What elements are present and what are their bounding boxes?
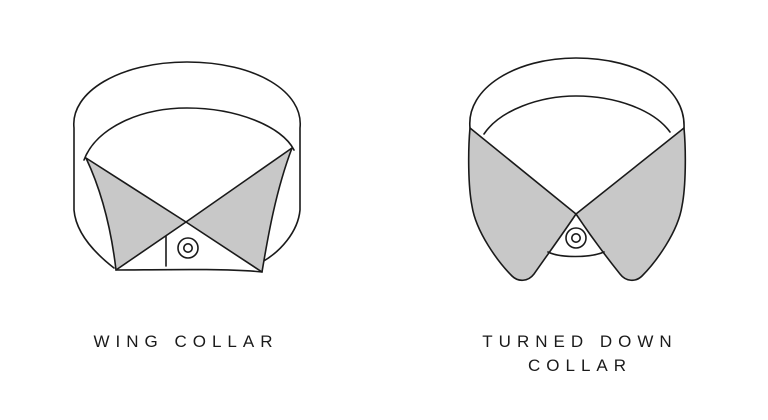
turned-down-collar-caption-line-1: TURNED DOWN: [482, 332, 678, 351]
wing-collar-band-outer: [73, 61, 301, 269]
wing-collar-drawing: [73, 61, 301, 273]
wing-collar-left-wing: [85, 157, 187, 271]
wing-collar-neck-opening: [83, 107, 295, 161]
wing-collar-button-icon: [177, 237, 199, 259]
turned-down-collar-caption: TURNED DOWN COLLAR: [440, 330, 720, 378]
turned-down-collar-caption-line-2: COLLAR: [527, 356, 633, 375]
turned-down-collar-button-icon: [565, 227, 587, 249]
turned-down-collar-band-outer: [469, 57, 685, 129]
wing-collar-right-wing: [185, 147, 293, 273]
turned-down-collar-neck-opening: [483, 95, 671, 135]
turned-down-collar-front-band: [547, 251, 605, 258]
wing-collar-caption-line: WING COLLAR: [93, 332, 279, 351]
turned-down-collar-left-point: [467, 127, 577, 282]
turned-down-collar-drawing: [467, 57, 687, 282]
wing-collar-caption: WING COLLAR: [52, 330, 320, 354]
wing-collar-front-placket: [115, 235, 263, 273]
turned-down-collar-right-point: [575, 127, 687, 282]
